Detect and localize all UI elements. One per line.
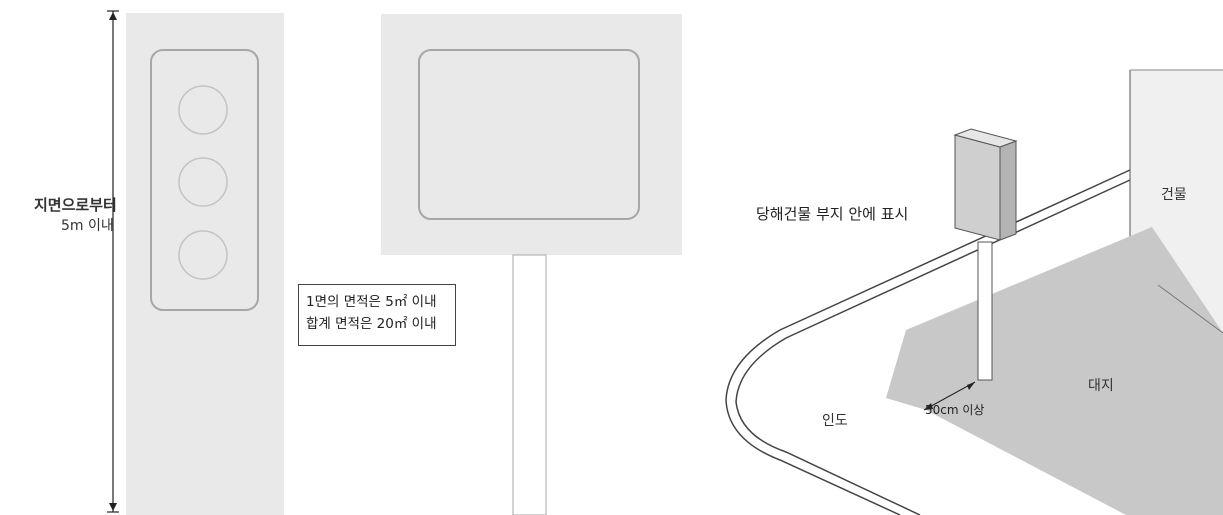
sidewalk-label: 인도 <box>822 413 848 429</box>
sign-circle-middle <box>178 157 228 207</box>
setback-arrow-left <box>924 403 933 410</box>
sign-circle-top <box>178 85 228 135</box>
site-area <box>886 227 1223 515</box>
vertical-sign <box>126 13 284 515</box>
installation-sign-front <box>954 134 1001 241</box>
site-label: 대지 <box>1088 378 1114 394</box>
setback-label: 50cm 이상 <box>925 403 985 417</box>
height-limit-title: 지면으로부터 <box>34 196 117 214</box>
building-label: 건물 <box>1161 187 1187 203</box>
area-limit-line2: 합계 면적은 20㎡ 이내 <box>306 316 437 332</box>
area-limit-line1: 1면의 면적은 5㎡ 이내 <box>306 294 437 310</box>
setback-dimension-line <box>923 381 976 411</box>
vertical-sign-panel <box>126 13 284 515</box>
installation-scene <box>725 69 1223 515</box>
installation-pole <box>977 241 993 381</box>
curb-line-inner <box>735 179 1131 515</box>
pole-sign-inner-frame <box>418 49 640 220</box>
building-base-edge <box>1157 284 1223 334</box>
installation-sign-top <box>953 128 1018 148</box>
area-limit-callout: 1면의 면적은 5㎡ 이내 합계 면적은 20㎡ 이내 <box>298 284 456 346</box>
curb-line-outer <box>725 169 1131 515</box>
height-limit-value: 5m 이내 <box>61 218 114 234</box>
pole-sign <box>381 14 682 515</box>
vertical-sign-inner-frame <box>150 49 259 311</box>
pole-sign-panel <box>381 14 682 255</box>
setback-arrow-right <box>967 382 975 390</box>
pole <box>512 254 547 515</box>
installation-sign-side <box>999 140 1017 241</box>
sign-circle-bottom <box>178 230 228 280</box>
location-label: 당해건물 부지 안에 표시 <box>756 205 909 223</box>
height-dimension-line <box>107 10 119 513</box>
